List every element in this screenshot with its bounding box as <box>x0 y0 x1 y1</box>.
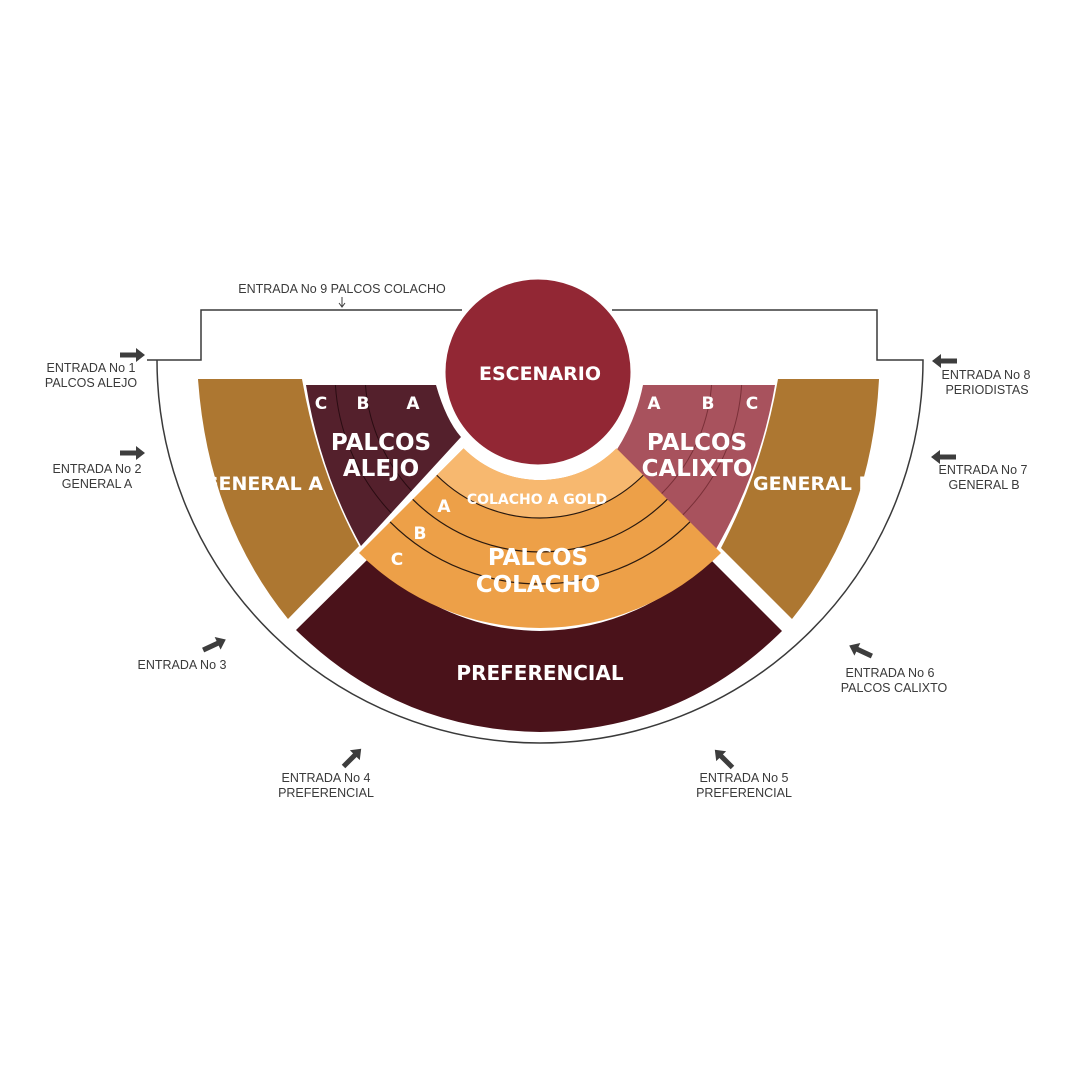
entrance-7-arrow-icon <box>931 450 956 464</box>
entrance-7-label: ENTRADA No 7 <box>939 463 1028 477</box>
venue-outline <box>147 309 924 744</box>
entrance-8-label: ENTRADA No 8 <box>942 368 1031 382</box>
colacho-row-label: B <box>414 524 427 544</box>
general-a-label: GENERAL A <box>203 473 324 495</box>
entrance-4-label: ENTRADA No 4 <box>282 771 371 785</box>
alejo-row-label: B <box>357 394 370 414</box>
preferencial-label: PREFERENCIAL <box>456 661 623 685</box>
colacho-label-line1: PALCOS <box>488 545 588 571</box>
entrance-9-label: ENTRADA No 9 PALCOS COLACHO <box>238 282 446 296</box>
section-general-b[interactable] <box>721 379 879 619</box>
colacho-gold-label: COLACHO A GOLD <box>467 492 607 508</box>
entrance-1-label: ENTRADA No 1 <box>47 361 136 375</box>
entrance-7-sublabel: GENERAL B <box>948 478 1019 492</box>
section-palcos-calixto[interactable] <box>616 385 775 549</box>
colacho-row-divider <box>359 448 721 553</box>
entrance-8-arrow-icon <box>932 354 957 368</box>
alejo-row-label: C <box>315 394 327 414</box>
entrance-2-arrow-icon <box>120 446 145 460</box>
colacho-rows <box>359 448 721 585</box>
alejo-label-line1: PALCOS <box>331 430 431 456</box>
entrance-4-arrow-icon <box>341 748 362 769</box>
entrance-3-label: ENTRADA No 3 <box>138 658 227 672</box>
section-palcos-alejo[interactable] <box>306 385 461 546</box>
entrance-8-sublabel: PERIODISTAS <box>945 383 1028 397</box>
alejo-row-label: A <box>406 394 420 414</box>
alejo-label-line2: ALEJO <box>343 456 419 482</box>
colacho-row-label: A <box>437 497 451 517</box>
entrance-5-arrow-icon <box>714 749 735 770</box>
calixto-label-line2: CALIXTO <box>642 456 753 482</box>
section-general-a[interactable] <box>198 379 359 619</box>
calixto-row-label: C <box>746 394 758 414</box>
stage <box>442 276 634 468</box>
entrance-5-sublabel: PREFERENCIAL <box>696 786 792 800</box>
entrance-2-label: ENTRADA No 2 <box>53 462 142 476</box>
calixto-label-line1: PALCOS <box>647 430 747 456</box>
colacho-row-label: C <box>391 550 403 570</box>
entrance-3-arrow-icon <box>202 636 226 653</box>
entrance-2-sublabel: GENERAL A <box>62 477 133 491</box>
section-palcos-colacho[interactable] <box>359 448 721 628</box>
entrance-6-sublabel: PALCOS CALIXTO <box>841 681 948 695</box>
entrance-9-arrow-icon <box>338 297 346 308</box>
entrance-1-sublabel: PALCOS ALEJO <box>45 376 137 390</box>
calixto-row-label: A <box>647 394 661 414</box>
colacho-row-divider <box>393 448 687 519</box>
entrance-1-arrow-icon <box>120 348 145 362</box>
colacho-label-line2: COLACHO <box>476 572 601 598</box>
entrance-5-label: ENTRADA No 5 <box>700 771 789 785</box>
stage-label: ESCENARIO <box>479 363 601 385</box>
section-preferencial[interactable] <box>296 558 782 732</box>
entrance-6-arrow-icon <box>849 642 873 659</box>
general-b-label: GENERAL B <box>753 473 873 495</box>
entrance-6-label: ENTRADA No 6 <box>846 666 935 680</box>
colacho-row-divider <box>359 448 721 585</box>
calixto-row-label: B <box>702 394 715 414</box>
entrance-4-sublabel: PREFERENCIAL <box>278 786 374 800</box>
